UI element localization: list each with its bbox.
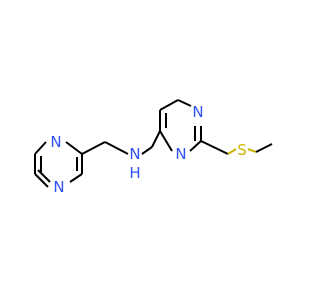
bond [37, 169, 51, 183]
atom-label-nitrogen: N [129, 145, 140, 163]
bond [189, 140, 202, 152]
bond [255, 143, 273, 153]
atom-label-nitrogen: N [192, 103, 203, 121]
bond [81, 141, 106, 155]
molecule-structure: N N N H N N S [34, 99, 273, 196]
structure-canvas: N N N H N N S [34, 99, 273, 196]
bond [159, 130, 173, 152]
bond [227, 148, 237, 155]
atom-label-nitrogen: N [53, 178, 64, 196]
linker [81, 141, 153, 155]
pyrimidine-ring-right [151, 99, 202, 152]
atom-labels: N N N H N N S [50, 103, 246, 196]
bond [151, 130, 161, 148]
bond [65, 141, 83, 155]
bond [34, 141, 47, 155]
bond [247, 148, 257, 153]
atom-label-sulfur: S [237, 141, 247, 159]
atom-label-nitrogen: N [50, 133, 61, 151]
atom-label-hydrogen: H [129, 164, 140, 182]
atom-label-nitrogen: N [175, 145, 186, 163]
bond [34, 173, 49, 188]
bond [104, 141, 129, 155]
bond [69, 173, 83, 183]
bond [159, 99, 179, 111]
bond [141, 146, 153, 155]
pyrimidine-ring-left [34, 141, 83, 188]
bond [200, 140, 229, 155]
bond [177, 99, 192, 107]
methylthio [200, 140, 273, 155]
